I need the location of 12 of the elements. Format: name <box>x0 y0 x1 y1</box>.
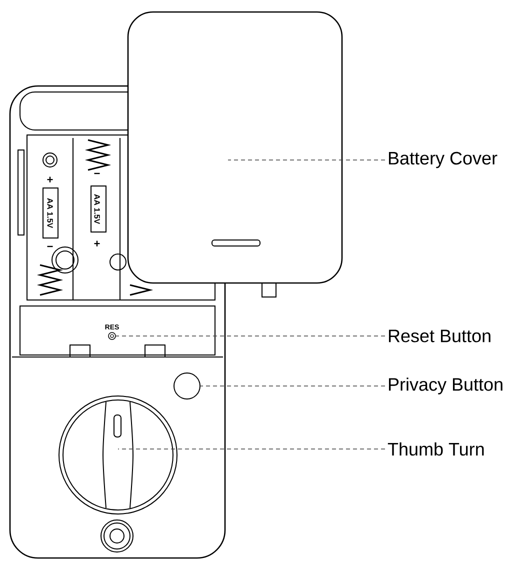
engraved-text: + <box>94 240 100 246</box>
engraved-text: AA 1.5V <box>47 198 53 228</box>
leader-line <box>118 448 386 450</box>
reset-hole <box>108 332 116 340</box>
callout-label: Privacy Button <box>388 378 502 394</box>
engraved-text: + <box>47 176 53 182</box>
callout-label: Reset Button <box>388 330 490 342</box>
engraved-text: AA 1.5V <box>94 194 100 224</box>
callout-label: Battery Cover <box>388 152 498 168</box>
callout-label: Thumb Turn <box>388 442 484 456</box>
engraved-text: − <box>47 246 53 248</box>
engraved-text: − <box>94 172 100 174</box>
